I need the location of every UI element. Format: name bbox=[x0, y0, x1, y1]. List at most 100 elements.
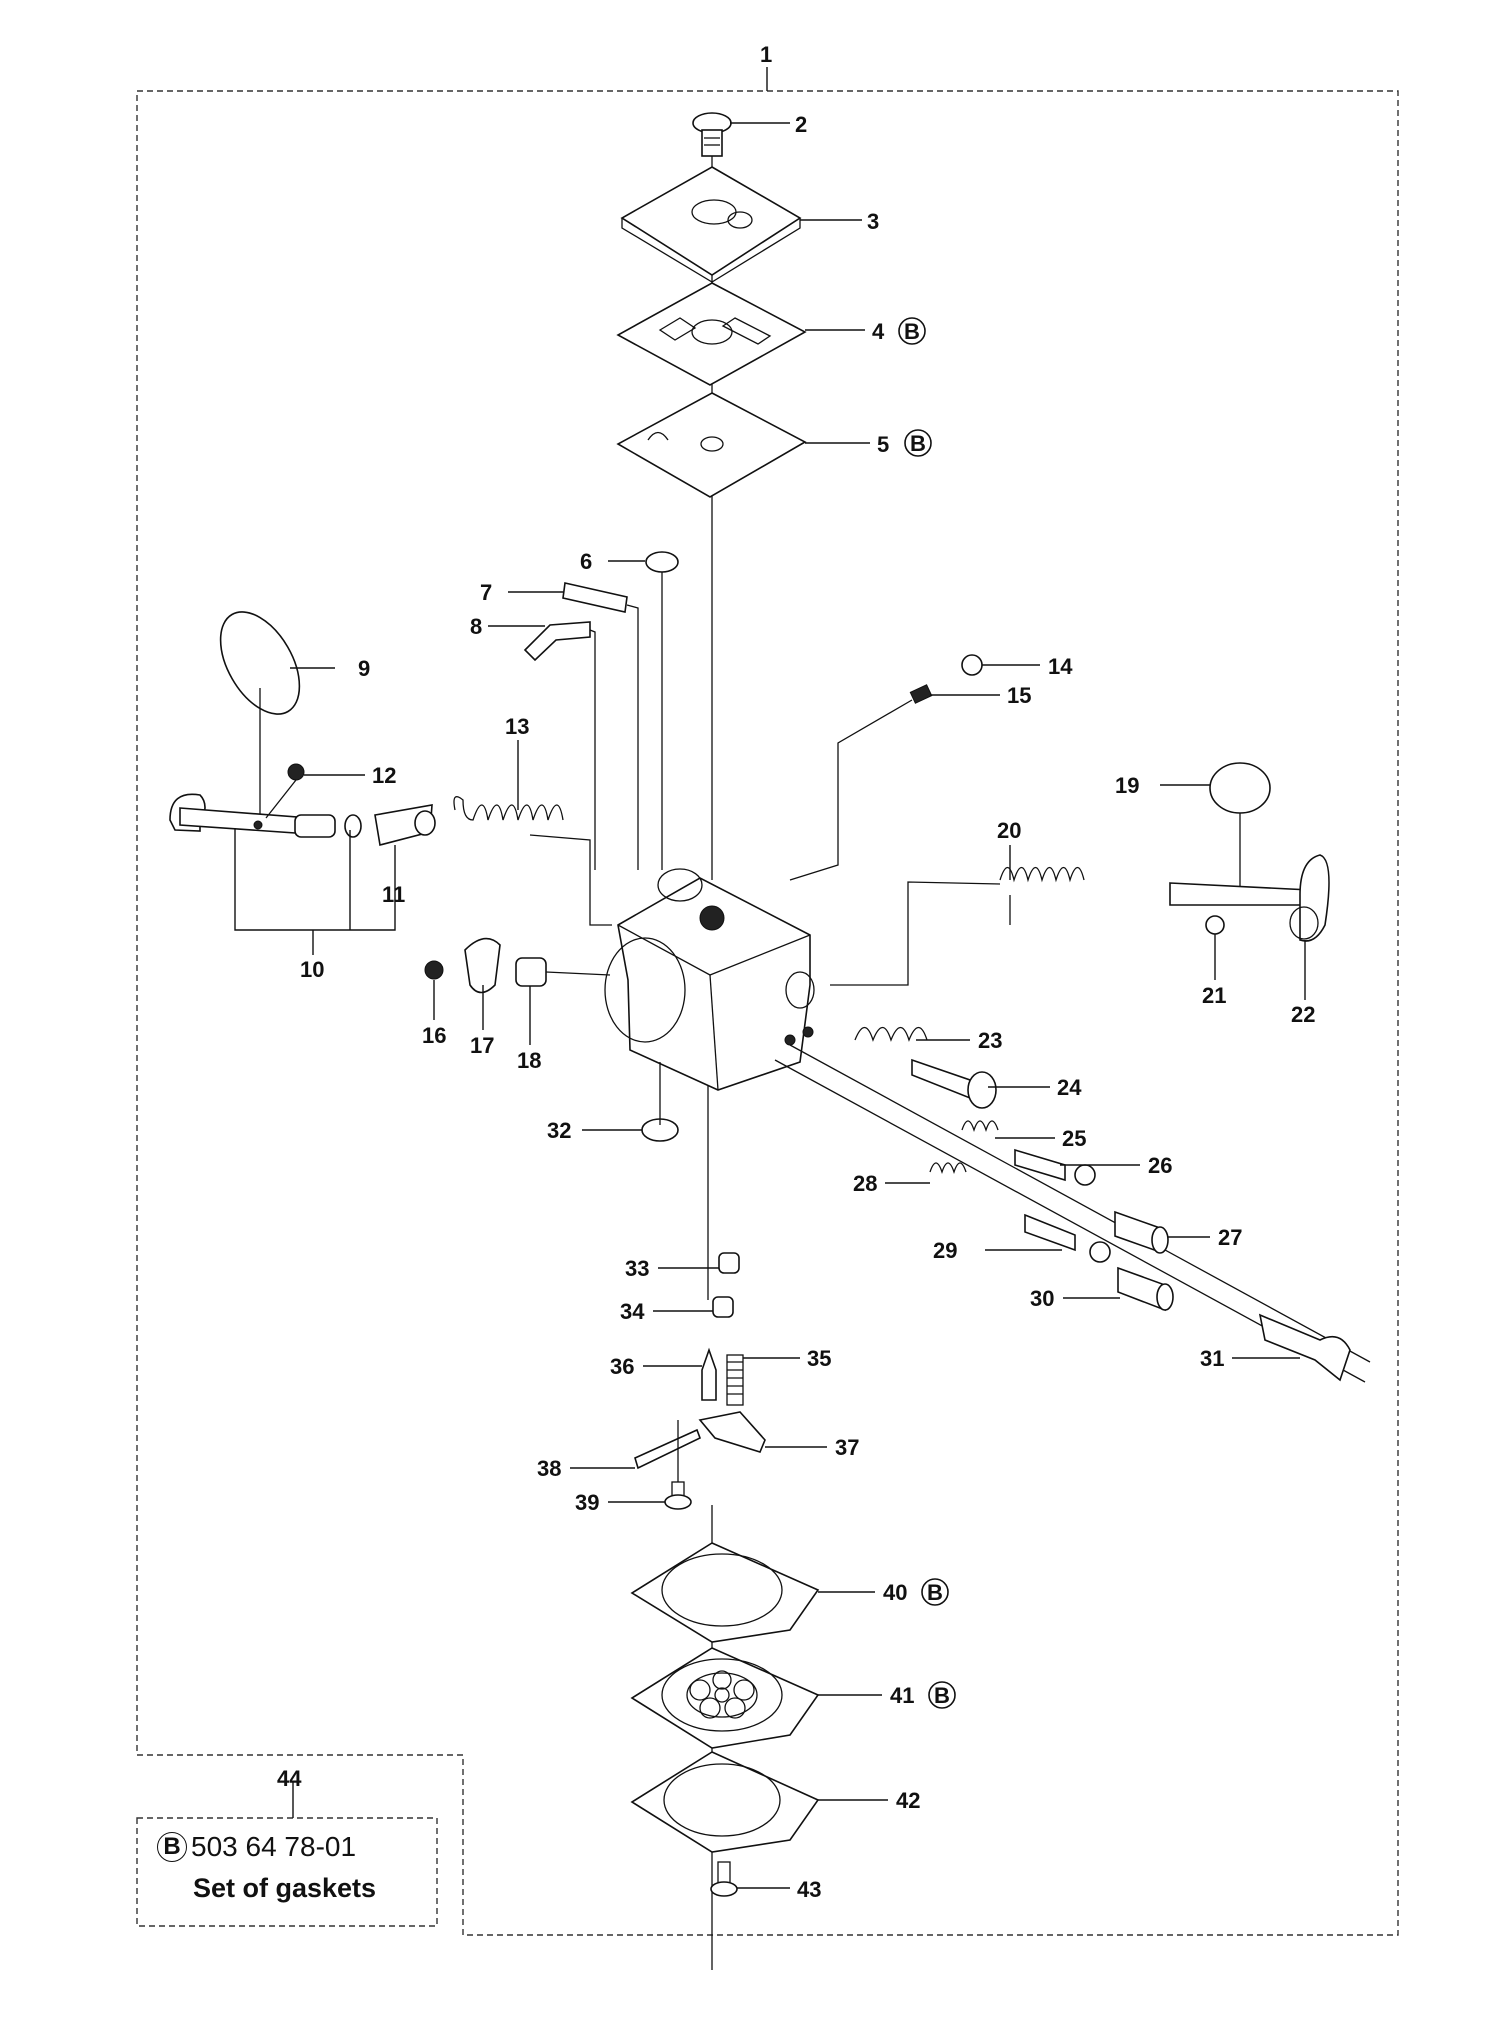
kit-marker-40: B bbox=[921, 1578, 949, 1606]
part-cover-42[interactable] bbox=[630, 1751, 820, 1853]
part-inlet-needle-36[interactable] bbox=[701, 1347, 717, 1401]
kit-part-number-row: B 503 64 78-01 bbox=[157, 1831, 356, 1863]
part-pin-38[interactable] bbox=[634, 1428, 702, 1470]
label-31: 31 bbox=[1200, 1346, 1224, 1371]
part-throttle-shaft-10[interactable] bbox=[169, 793, 436, 846]
part-plug-32[interactable] bbox=[641, 1062, 679, 1142]
kit-boundary bbox=[136, 1817, 438, 1927]
label-14: 14 bbox=[1048, 654, 1073, 679]
part-screw-16[interactable] bbox=[424, 960, 444, 980]
assembly-boundary bbox=[136, 90, 1399, 1936]
part-throttle-disc-9[interactable] bbox=[204, 599, 315, 818]
part-needle-26[interactable] bbox=[1014, 1148, 1096, 1186]
label-27: 27 bbox=[1218, 1225, 1242, 1250]
kit-item-number: 44 bbox=[277, 1766, 302, 1791]
part-spring-28[interactable] bbox=[929, 1162, 967, 1175]
part-tube-7[interactable] bbox=[562, 582, 639, 870]
label-18: 18 bbox=[517, 1048, 541, 1073]
label-20: 20 bbox=[997, 818, 1021, 843]
label-28: 28 bbox=[853, 1171, 877, 1196]
gasket-kit-callout: B 503 64 78-01 Set of gaskets bbox=[137, 1815, 437, 1923]
label-25: 25 bbox=[1062, 1126, 1086, 1151]
label-38: 38 bbox=[537, 1456, 561, 1481]
part-limiter-cap-30[interactable] bbox=[1117, 1266, 1174, 1312]
label-22: 22 bbox=[1291, 1002, 1315, 1027]
svg-text:B: B bbox=[934, 1683, 950, 1708]
label-10: 10 bbox=[300, 957, 324, 982]
label-33: 33 bbox=[625, 1256, 649, 1281]
part-spring-23[interactable] bbox=[854, 1026, 928, 1042]
label-32: 32 bbox=[547, 1118, 571, 1143]
part-spring-20[interactable] bbox=[830, 866, 1085, 986]
kit-symbol-icon: B bbox=[157, 1832, 187, 1862]
part-choke-shaft-22[interactable] bbox=[1169, 854, 1330, 942]
part-screw-21[interactable] bbox=[1205, 915, 1225, 935]
label-5: 5 bbox=[877, 432, 889, 457]
part-limiter-cap-27[interactable] bbox=[1114, 1210, 1169, 1254]
part-screw-12[interactable] bbox=[265, 763, 305, 819]
label-24: 24 bbox=[1057, 1075, 1082, 1100]
part-screen-15[interactable] bbox=[789, 684, 933, 881]
kit-marker-4: B bbox=[898, 317, 926, 345]
label-34: 34 bbox=[620, 1299, 645, 1324]
label-17: 17 bbox=[470, 1033, 494, 1058]
label-4: 4 bbox=[872, 319, 885, 344]
label-16: 16 bbox=[422, 1023, 446, 1048]
label-3: 3 bbox=[867, 209, 879, 234]
svg-text:B: B bbox=[927, 1580, 943, 1605]
label-43: 43 bbox=[797, 1877, 821, 1902]
label-19: 19 bbox=[1115, 773, 1139, 798]
label-39: 39 bbox=[575, 1490, 599, 1515]
part-gasket-40[interactable] bbox=[630, 1542, 820, 1643]
part-spring-13[interactable] bbox=[453, 796, 612, 926]
label-35: 35 bbox=[807, 1346, 831, 1371]
label-12: 12 bbox=[372, 763, 396, 788]
label-23: 23 bbox=[978, 1028, 1002, 1053]
label-42: 42 bbox=[896, 1788, 920, 1813]
label-29: 29 bbox=[933, 1238, 957, 1263]
part-valve-34[interactable] bbox=[712, 1296, 734, 1318]
label-2: 2 bbox=[795, 112, 807, 137]
part-gasket-4[interactable] bbox=[616, 282, 807, 386]
label-15: 15 bbox=[1007, 683, 1031, 708]
label-1: 1 bbox=[760, 42, 772, 67]
svg-text:B: B bbox=[910, 431, 926, 456]
part-control-lever-37[interactable] bbox=[698, 1411, 766, 1453]
label-7: 7 bbox=[480, 580, 492, 605]
label-26: 26 bbox=[1148, 1153, 1172, 1178]
label-21: 21 bbox=[1202, 983, 1226, 1008]
part-spring-25[interactable] bbox=[961, 1120, 999, 1133]
svg-text:B: B bbox=[904, 319, 920, 344]
part-needle-29[interactable] bbox=[1024, 1213, 1111, 1263]
label-37: 37 bbox=[835, 1435, 859, 1460]
part-screw-43[interactable] bbox=[710, 1861, 738, 1897]
kit-marker-5: B bbox=[904, 429, 932, 457]
part-oring-14[interactable] bbox=[961, 654, 983, 676]
part-screw-39[interactable] bbox=[664, 1420, 692, 1510]
part-limiter-31[interactable] bbox=[1258, 1313, 1351, 1382]
part-idle-screw-24[interactable] bbox=[911, 1058, 997, 1109]
part-screw-2[interactable] bbox=[692, 112, 732, 157]
part-pump-cover-3[interactable] bbox=[620, 166, 802, 283]
part-choke-disc-19[interactable] bbox=[1209, 762, 1271, 890]
leader-lines bbox=[234, 122, 1306, 1889]
label-8: 8 bbox=[470, 614, 482, 639]
part-bushing-18[interactable] bbox=[515, 957, 611, 987]
part-plug-6[interactable] bbox=[645, 551, 679, 870]
label-30: 30 bbox=[1030, 1286, 1054, 1311]
label-41: 41 bbox=[890, 1683, 914, 1708]
kit-part-number: 503 64 78-01 bbox=[191, 1831, 357, 1862]
label-9: 9 bbox=[358, 656, 370, 681]
kit-description: Set of gaskets bbox=[193, 1873, 377, 1903]
label-6: 6 bbox=[580, 549, 592, 574]
part-spring-35[interactable] bbox=[726, 1354, 744, 1406]
part-carburetor-body[interactable] bbox=[604, 868, 815, 1091]
label-36: 36 bbox=[610, 1354, 634, 1379]
part-diaphragm-41[interactable] bbox=[630, 1647, 820, 1749]
part-diaphragm-5[interactable] bbox=[616, 392, 807, 498]
label-11: 11 bbox=[382, 882, 405, 907]
part-valve-33[interactable] bbox=[718, 1252, 740, 1274]
part-lever-17[interactable] bbox=[464, 937, 501, 994]
part-bent-tube-8[interactable] bbox=[523, 621, 596, 870]
